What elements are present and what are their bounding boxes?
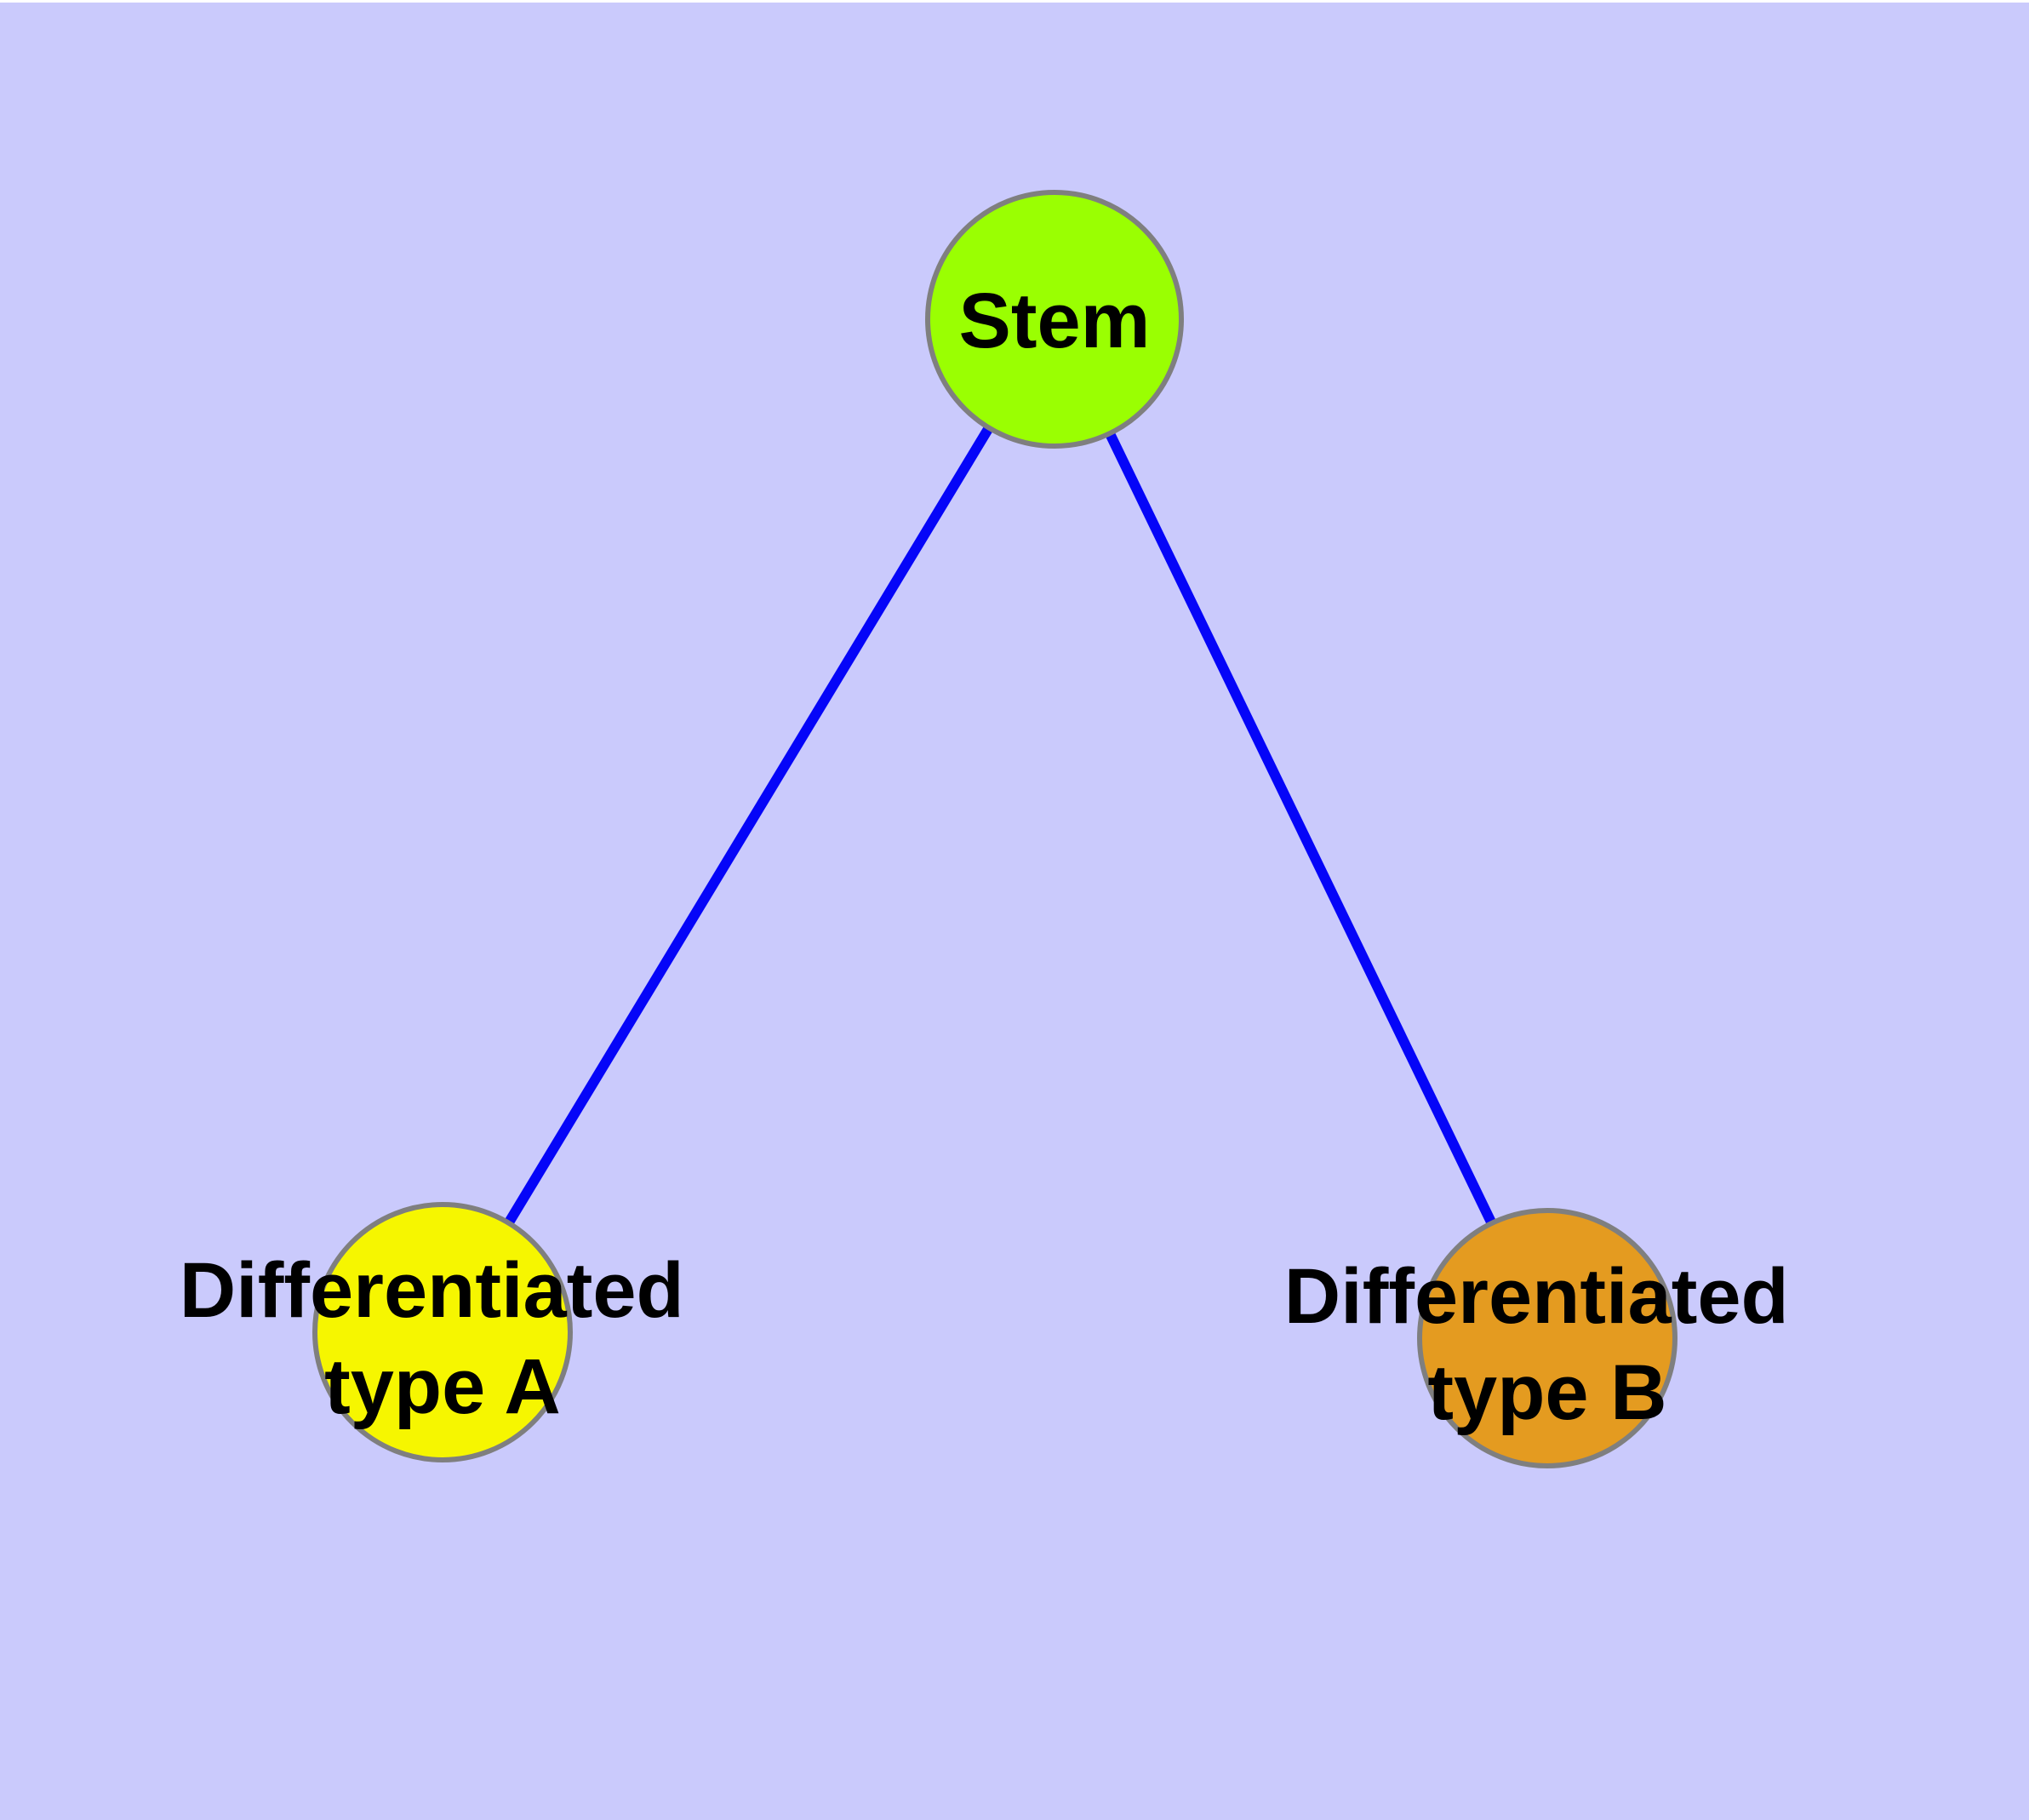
node-label-line: type A [324, 1343, 561, 1430]
node-differentiated-type-a-circle[interactable] [312, 1202, 573, 1462]
edge-stem-to-type-a [437, 316, 1060, 1336]
node-differentiated-type-a-label: Differentiated type A [180, 1247, 706, 1430]
node-differentiated-type-b-circle[interactable] [1417, 1208, 1677, 1468]
edge-stem-to-type-b [1049, 317, 1552, 1341]
node-stem-circle[interactable] [925, 190, 1184, 449]
node-differentiated-type-b-label: Differentiated type B [1284, 1253, 1811, 1436]
node-label-line: Differentiated [1284, 1253, 1789, 1340]
node-label-line: type B [1427, 1349, 1666, 1436]
node-stem-label: Stem [959, 278, 1151, 364]
node-label-line: Differentiated [180, 1247, 684, 1334]
